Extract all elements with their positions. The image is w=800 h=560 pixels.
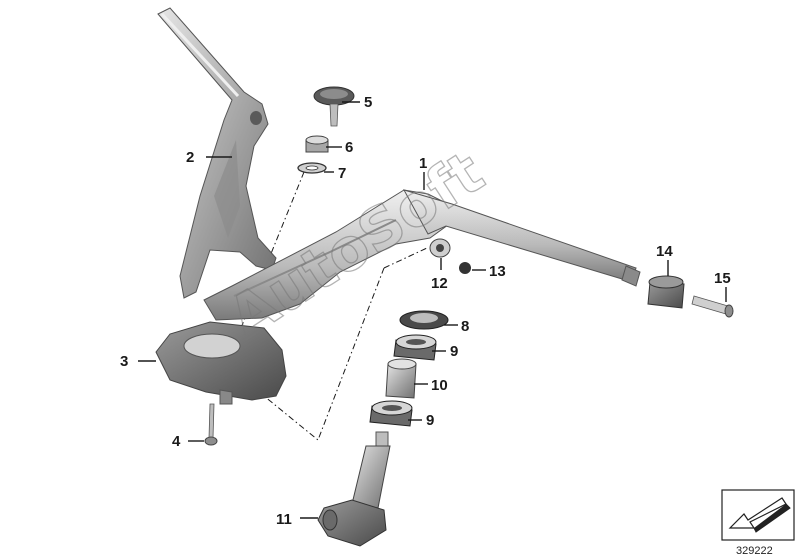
callout-11: 11	[276, 511, 292, 528]
part-washer-7	[297, 162, 327, 174]
assembly-lines	[225, 171, 428, 441]
callout-2: 2	[186, 149, 194, 166]
callout-15: 15	[714, 270, 731, 287]
callout-10: 10	[431, 377, 448, 394]
callout-1: 1	[419, 155, 427, 172]
part-lever	[157, 7, 277, 299]
part-seal-8	[399, 310, 449, 330]
callout-7: 7	[338, 165, 346, 182]
part-sleeve-14	[647, 275, 685, 309]
callout-5: 5	[364, 94, 372, 111]
callout-3: 3	[120, 353, 128, 370]
callout-8: 8	[461, 318, 469, 335]
reference-box: 329222	[721, 489, 795, 557]
part-pivot-shaft-11	[317, 431, 391, 547]
part-12-13	[459, 262, 471, 274]
part-bearing-9-lower	[369, 400, 413, 427]
callout-4: 4	[172, 433, 181, 450]
part-knob	[313, 86, 355, 127]
part-bolt-4	[204, 403, 218, 446]
part-base	[155, 321, 287, 405]
callout-6: 6	[345, 139, 353, 156]
reference-number: 329222	[736, 545, 773, 557]
callout-9-lower: 9	[426, 412, 434, 429]
callout-labels: 1 2 3 4 5 6 7 8 9 9 10 11 12 13 14 15	[120, 94, 731, 528]
part-sleeve-10	[385, 358, 417, 399]
part-bracket-arm	[203, 189, 641, 321]
part-bolt-15	[691, 295, 734, 318]
leader-lines	[138, 101, 727, 519]
callout-14: 14	[656, 243, 673, 260]
callout-12: 12	[431, 275, 448, 292]
part-bearing-9-upper	[393, 334, 437, 361]
direction-arrow-icon	[728, 497, 791, 533]
part-bushing-6	[305, 135, 329, 153]
callout-13: 13	[489, 263, 506, 280]
callout-9-upper: 9	[450, 343, 458, 360]
